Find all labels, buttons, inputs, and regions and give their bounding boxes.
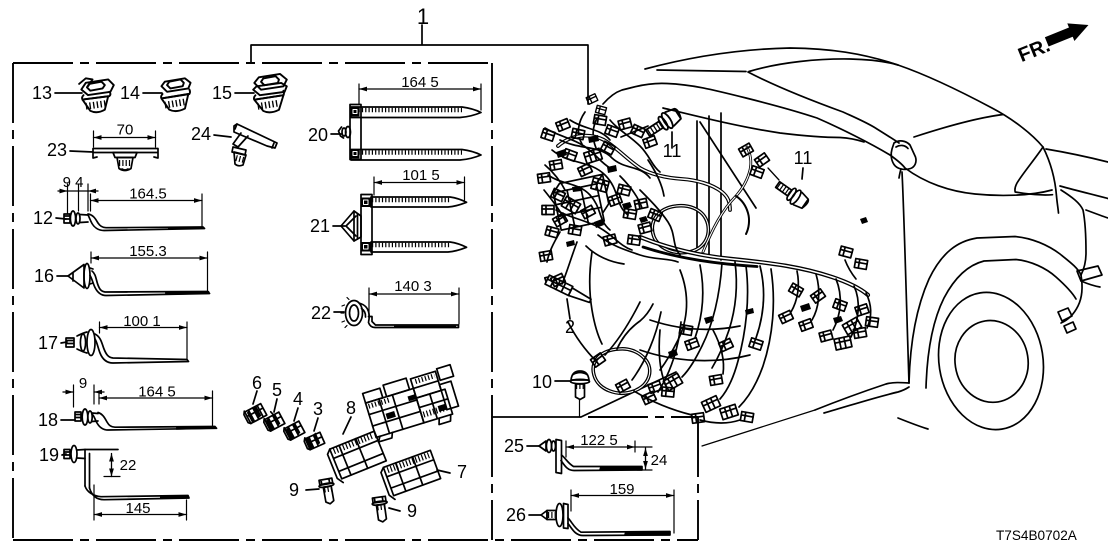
svg-text:1: 1 [417,4,429,29]
svg-text:11: 11 [663,141,682,161]
svg-text:155.3: 155.3 [129,243,167,260]
svg-text:15: 15 [212,83,232,103]
svg-text:T7S4B0702A: T7S4B0702A [996,528,1078,543]
svg-text:6: 6 [252,373,262,393]
svg-text:25: 25 [504,436,524,456]
svg-text:9 4: 9 4 [63,174,84,191]
svg-text:26: 26 [506,505,526,525]
svg-text:3: 3 [313,399,323,419]
svg-text:8: 8 [346,398,356,418]
svg-text:145: 145 [125,500,150,517]
svg-text:9: 9 [289,480,299,500]
svg-text:5: 5 [272,380,282,400]
svg-text:18: 18 [38,410,58,430]
svg-text:122 5: 122 5 [580,432,618,449]
svg-text:164 5: 164 5 [401,74,439,91]
svg-text:164.5: 164.5 [129,186,167,203]
svg-text:11: 11 [794,148,813,168]
svg-text:13: 13 [32,83,52,103]
svg-text:70: 70 [117,122,134,139]
svg-text:164 5: 164 5 [138,384,176,401]
svg-text:14: 14 [120,83,140,103]
svg-text:17: 17 [38,333,58,353]
svg-text:9: 9 [407,501,417,521]
svg-text:24: 24 [191,124,211,144]
svg-text:9: 9 [79,375,87,392]
svg-text:20: 20 [308,125,328,145]
svg-text:140 3: 140 3 [394,278,432,295]
svg-text:23: 23 [47,140,67,160]
svg-text:10: 10 [532,372,552,392]
svg-text:101 5: 101 5 [402,167,440,184]
svg-text:159: 159 [609,481,634,498]
svg-text:24: 24 [651,452,668,469]
svg-text:100 1: 100 1 [123,313,161,330]
svg-text:19: 19 [39,445,59,465]
svg-text:21: 21 [310,216,330,236]
svg-text:4: 4 [293,389,303,409]
svg-text:7: 7 [457,462,467,482]
svg-text:16: 16 [34,266,54,286]
svg-text:22: 22 [311,303,331,323]
svg-text:22: 22 [120,457,137,474]
svg-text:12: 12 [33,208,53,228]
